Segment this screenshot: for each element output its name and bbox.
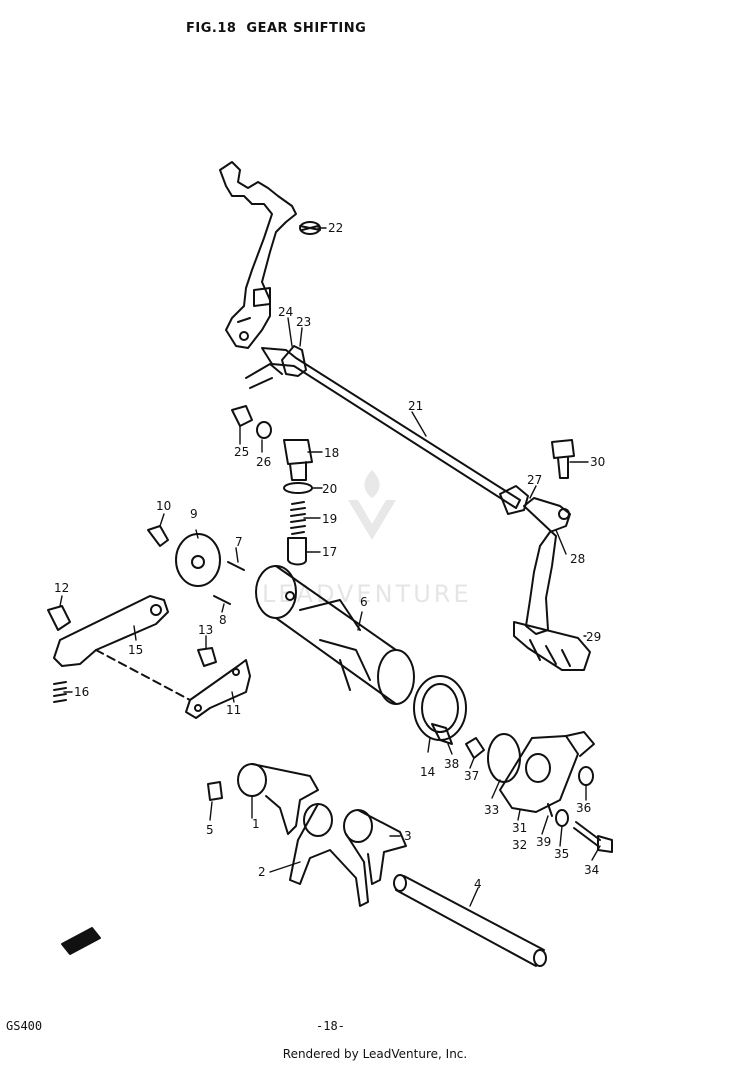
callout-27: 27 — [527, 473, 542, 487]
shift-fork-shaft — [393, 874, 547, 967]
callout-16: 16 — [74, 685, 89, 699]
rendered-by-credit: Rendered by LeadVenture, Inc. — [282, 1047, 468, 1061]
bolt-25-washer-26 — [231, 405, 272, 439]
callout-9: 9 — [190, 507, 198, 521]
shift-fork-1 — [237, 763, 319, 835]
shift-fork-2 — [289, 803, 369, 907]
callout-34: 34 — [584, 863, 599, 877]
o-ring-33 — [487, 733, 521, 783]
callout-14: 14 — [420, 765, 435, 779]
callout-24: 24 — [278, 305, 293, 319]
neutral-switch-stack — [283, 439, 313, 566]
neutral-switch-31-32 — [499, 731, 595, 813]
page-number: -18- — [316, 1019, 345, 1033]
callout-23: 23 — [296, 315, 311, 329]
callout-17: 17 — [322, 545, 337, 559]
callout-29: 29 — [586, 630, 601, 644]
watermark-logo-icon — [348, 500, 396, 540]
callout-36: 36 — [576, 801, 591, 815]
bolt-5 — [207, 781, 223, 801]
bearing-14 — [413, 675, 467, 741]
figure-name: GEAR SHIFTING — [246, 20, 367, 37]
callout-5: 5 — [206, 823, 214, 837]
callout-11: 11 — [226, 703, 241, 717]
bolt-30 — [551, 439, 575, 479]
spring-22 — [299, 221, 321, 235]
leader-lines — [59, 227, 601, 907]
bolt-12 — [47, 605, 71, 631]
front-direction-arrow-icon — [61, 927, 101, 955]
cam-guide-plate-11 — [185, 659, 251, 719]
callout-12: 12 — [54, 581, 69, 595]
callout-39: 39 — [536, 835, 551, 849]
callout-33: 33 — [484, 803, 499, 817]
callout-20: 20 — [322, 482, 337, 496]
callout-37: 37 — [464, 769, 479, 783]
gear-shift-arm — [219, 161, 297, 349]
callout-26: 26 — [256, 455, 271, 469]
cam-driven-gear-9 — [175, 533, 221, 587]
figure-number: FIG.18 — [186, 20, 237, 37]
gear-shift-shaft — [245, 345, 529, 515]
gear-shift-cam-drum — [255, 565, 415, 705]
cam-stopper-15 — [53, 595, 169, 667]
callout-19: 19 — [322, 512, 337, 526]
callout-2: 2 — [258, 865, 266, 879]
bolt-34 — [573, 821, 613, 853]
callout-4: 4 — [474, 877, 482, 891]
callout-7: 7 — [235, 535, 243, 549]
spring-16 — [53, 681, 67, 703]
callout-6: 6 — [360, 595, 368, 609]
contact-38 — [431, 723, 453, 745]
bolt-10 — [147, 525, 169, 547]
callout-31: 31 — [512, 821, 527, 835]
callout-3: 3 — [404, 829, 412, 843]
callout-32: 32 — [512, 838, 527, 852]
callout-8: 8 — [219, 613, 227, 627]
callout-35: 35 — [554, 847, 569, 861]
callout-38: 38 — [444, 757, 459, 771]
callout-28: 28 — [570, 552, 585, 566]
callout-13: 13 — [198, 623, 213, 637]
bolt-13 — [197, 647, 217, 667]
washer-35 — [555, 809, 569, 827]
washer-36 — [578, 766, 594, 786]
pin-8 — [213, 595, 231, 605]
callout-22: 22 — [328, 221, 343, 235]
callout-21: 21 — [408, 399, 423, 413]
callout-10: 10 — [156, 499, 171, 513]
pin-7 — [227, 561, 245, 571]
gear-shift-lever — [513, 497, 591, 671]
shift-fork-3 — [343, 809, 407, 885]
screw-39 — [547, 803, 553, 817]
callout-labels: 1 2 3 4 5 6 7 8 9 10 11 12 13 14 15 16 1… — [54, 221, 605, 891]
callout-1: 1 — [252, 817, 260, 831]
contact-37 — [465, 737, 485, 759]
figure-title: FIG.18 GEAR SHIFTING — [186, 21, 366, 37]
callout-30: 30 — [590, 455, 605, 469]
callout-25: 25 — [234, 445, 249, 459]
model-code: GS400 — [6, 1019, 43, 1033]
watermark-flame-icon — [364, 470, 380, 498]
callout-18: 18 — [324, 446, 339, 460]
guide-line-15 — [95, 649, 191, 701]
callout-15: 15 — [128, 643, 143, 657]
